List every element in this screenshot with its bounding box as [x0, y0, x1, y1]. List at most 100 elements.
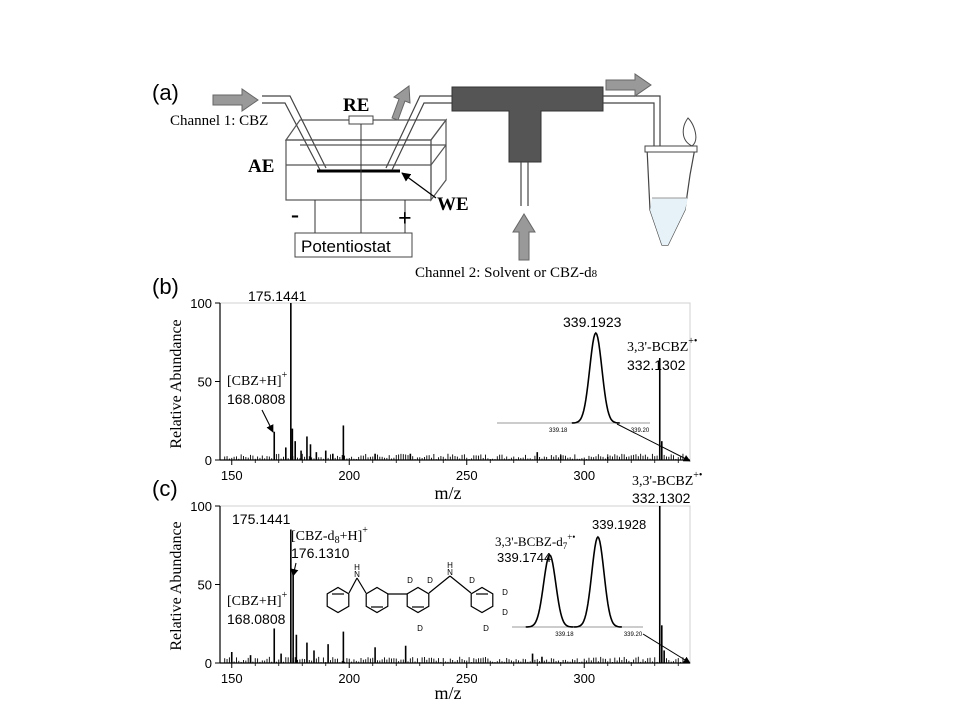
panel-c-label-176: 176.1310 [291, 545, 350, 561]
panel-c-label-332: 332.1302 [632, 490, 691, 506]
panel-b-label-bcbz: 3,3'-BCBZ+• [627, 336, 697, 355]
inlet-tube [262, 95, 327, 171]
panel-b-inset-peak-label: 339.1923 [563, 314, 622, 330]
panel-c-inset-tick-label: 339.18 [555, 632, 574, 638]
ring-right-a [406, 586, 430, 614]
panel-c: (c) Relative Abundance m/z 150 200 250 300 0… [152, 470, 702, 703]
panel-b-x-tick-label: 300 [573, 468, 595, 483]
atom-d: D [469, 576, 475, 585]
potentiostat-label: Potentiostat [301, 237, 391, 256]
panel-b-arrow-168 [261, 409, 274, 433]
panel-c-y-tick-label: 100 [190, 499, 212, 514]
bond-left-n1 [348, 577, 358, 594]
panel-c-x-tick-label: 200 [338, 671, 360, 686]
panel-b-label-bcbz-sup: +• [688, 336, 697, 347]
panel-c-label-cbz-d8-sup: + [362, 525, 368, 536]
electrode-leads [314, 124, 406, 236]
panel-c-inset-label-bcbz-d7-sub: 7 [563, 541, 568, 551]
panel-c-axes: 150 200 250 300 0 50 100 [190, 499, 691, 686]
panel-b-inset-pointer [616, 423, 691, 462]
collection-vial [644, 117, 698, 246]
panel-c-x-tick-label: 150 [221, 671, 243, 686]
panel-c-inset-peak [525, 553, 574, 628]
panel-a: (a) Channel 1: CBZ RE AE WE [152, 73, 698, 281]
we-label: WE [437, 194, 469, 215]
panel-b-inset: 339.1923 339.18 339.20 [497, 314, 650, 434]
panel-b-x-tick-label: 150 [221, 468, 243, 483]
panel-c-label-cbz-h-main: [CBZ+H] [227, 594, 282, 609]
panel-b-label-175: 175.1441 [248, 288, 307, 304]
panel-c-label-168: 168.0808 [227, 611, 286, 627]
outlet-tube [385, 95, 452, 171]
panel-c-label-cbz-h-sup: + [282, 590, 288, 601]
panel-c-label-cbz-h: [CBZ+H]+ [227, 590, 288, 609]
panel-b-y-tick-label: 100 [190, 296, 212, 311]
ring-right-b [470, 586, 494, 614]
panel-c-label-cbz-d8: [CBZ-d8+H]+ [291, 525, 368, 546]
panel-b-label-332: 332.1302 [627, 357, 686, 373]
channel2-label-sub: 8 [592, 268, 598, 280]
atom-n-right: N [447, 568, 453, 577]
channel1-label: Channel 1: CBZ [170, 113, 268, 129]
panel-b-label-168: 168.0808 [227, 391, 286, 407]
bond-left-n2 [356, 577, 367, 594]
panel-b-x-axis-label: m/z [435, 483, 462, 503]
channel2-arrow-icon [512, 213, 536, 261]
vial-tube [603, 95, 661, 158]
atom-h-right: H [447, 561, 453, 570]
panel-b-y-axis-label: Relative Abundance [168, 319, 185, 448]
panel-b-inset-tick-label: 339.18 [549, 428, 568, 434]
panel-c-inset-tick-label: 339.20 [624, 632, 643, 638]
atom-d: D [417, 624, 423, 633]
outlet-arrow-icon [605, 73, 652, 97]
panel-label-c: (c) [152, 476, 178, 501]
minus-sign: - [291, 202, 299, 228]
panel-c-label-cbz-d8-sub: 8 [335, 535, 340, 546]
panel-c-y-axis-label: Relative Abundance [168, 521, 185, 650]
panel-c-inset-peak-label-1: 339.1744 [497, 550, 551, 565]
panel-b-label-cbz-h: [CBZ+H]+ [227, 370, 288, 389]
panel-label-b: (b) [152, 274, 179, 299]
we-pointer-arrow [401, 172, 437, 199]
channel2-label: Channel 2: Solvent or CBZ-d8 [415, 265, 598, 281]
channel1-arrow-icon [212, 88, 259, 112]
panel-c-label-cbz-d8-main: [CBZ-d [291, 529, 335, 544]
panel-b-label-cbz-h-sup: + [282, 370, 288, 381]
panel-c-y-tick-label: 50 [198, 578, 212, 593]
panel-b-x-tick-label: 250 [456, 468, 478, 483]
electrochemical-cell [284, 118, 448, 202]
panel-c-inset-peak-label-2: 339.1928 [592, 517, 646, 532]
panel-c-label-bcbz: 3,3'-BCBZ+• [632, 470, 702, 489]
panel-c-x-axis-label: m/z [435, 683, 462, 703]
panel-b-x-tick-label: 200 [338, 468, 360, 483]
panel-label-a: (a) [152, 80, 179, 105]
panel-c-label-bcbz-main: 3,3'-BCBZ [632, 474, 693, 489]
channel2-tube [520, 162, 529, 206]
panel-b-y-tick-label: 0 [205, 453, 212, 468]
panel-b-inset-tick-label: 339.20 [631, 428, 650, 434]
panel-c-x-tick-label: 250 [456, 671, 478, 686]
panel-c-y-tick-label: 0 [205, 656, 212, 671]
potentiostat-box [294, 232, 413, 258]
ring-left-b [365, 586, 389, 614]
panel-c-arrow-176 [290, 562, 299, 577]
re-label: RE [343, 95, 369, 116]
atom-n-left: N [354, 570, 360, 579]
atom-d: D [502, 588, 508, 597]
atom-d: D [502, 608, 508, 617]
vent-arrow-icon [391, 85, 411, 121]
panel-c-inset-pointer [642, 633, 691, 664]
atom-d: D [483, 624, 489, 633]
reference-electrode-cap [348, 115, 374, 125]
atom-d: D [427, 576, 433, 585]
panel-c-inset-label-bcbz-d7-main: 3,3'-BCBZ-d [495, 534, 563, 549]
panel-c-label-bcbz-sup: +• [693, 470, 702, 481]
panel-c-inset-label-bcbz-d7: 3,3'-BCBZ-d7+• [495, 532, 575, 551]
panel-b-inset-peak [571, 331, 620, 424]
ring-left-a [326, 586, 350, 614]
panel-c-x-tick-label: 300 [573, 671, 595, 686]
bond-right-n1 [428, 575, 451, 594]
